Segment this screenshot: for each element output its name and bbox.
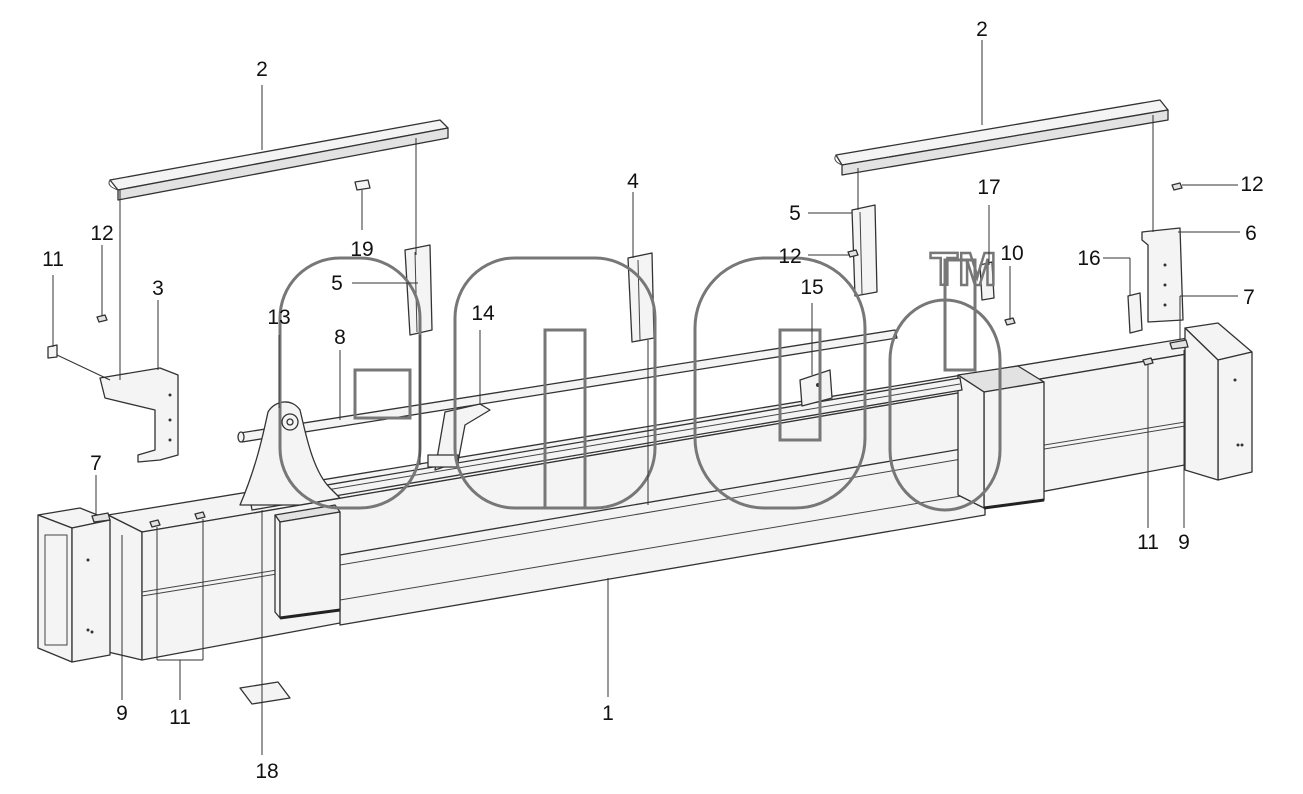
callout-7-right: 7 [1243, 286, 1255, 309]
latch-bracket [427, 403, 491, 471]
top-rail-2-right [834, 99, 1169, 176]
callout-10: 10 [1000, 242, 1023, 265]
channel-5-right [851, 204, 878, 297]
callout-1: 1 [602, 702, 614, 725]
callout-16: 16 [1077, 247, 1100, 270]
watermark-tm: TM [930, 243, 996, 295]
callout-3: 3 [152, 277, 164, 300]
callout-19: 19 [350, 238, 373, 261]
channel-5-left [404, 244, 433, 336]
callout-12-middle: 12 [778, 245, 801, 268]
plate-18 [239, 681, 291, 705]
callout-9-right: 9 [1178, 531, 1190, 554]
rod [237, 329, 898, 443]
left-end-box [37, 507, 111, 663]
hook-arm [239, 401, 341, 506]
callout-17: 17 [977, 176, 1000, 199]
plate-19 [354, 179, 371, 191]
callout-18: 18 [255, 760, 278, 783]
channel-17 [979, 261, 995, 301]
callout-12-right: 12 [1240, 173, 1263, 196]
callout-15: 15 [800, 276, 823, 299]
callout-2-right: 2 [976, 18, 988, 41]
bracket-3 [99, 367, 179, 463]
top-rail-2-left [108, 119, 449, 201]
fasteners [91, 182, 1189, 528]
left-sleeve-block [274, 504, 341, 620]
callout-7-left: 7 [90, 452, 102, 475]
callout-8: 8 [334, 326, 346, 349]
callout-5-left: 5 [331, 272, 343, 295]
watermark-logo: TM [278, 242, 1002, 512]
callout-14: 14 [471, 302, 495, 325]
bracket-6 [1141, 227, 1184, 323]
channel-16 [1127, 292, 1143, 334]
top-rail [249, 377, 963, 511]
callout-12-left: 12 [90, 222, 113, 245]
callout-11-right: 11 [1137, 531, 1159, 554]
callout-11-left: 11 [42, 248, 64, 271]
callout-6: 6 [1245, 222, 1257, 245]
callout-5-right: 5 [789, 202, 801, 225]
callout-4: 4 [627, 170, 639, 193]
right-end-box [1184, 322, 1253, 481]
small-tab-11 [47, 344, 58, 359]
leader-lines [52, 40, 1240, 755]
callout-2-left: 2 [256, 58, 268, 81]
callout-9-left: 9 [116, 702, 128, 725]
callout-11-bottom: 11 [169, 706, 191, 729]
callout-labels: 1 2 2 3 4 5 5 6 7 7 8 9 9 10 11 11 11 12… [42, 18, 1264, 783]
callout-13: 13 [267, 306, 290, 329]
